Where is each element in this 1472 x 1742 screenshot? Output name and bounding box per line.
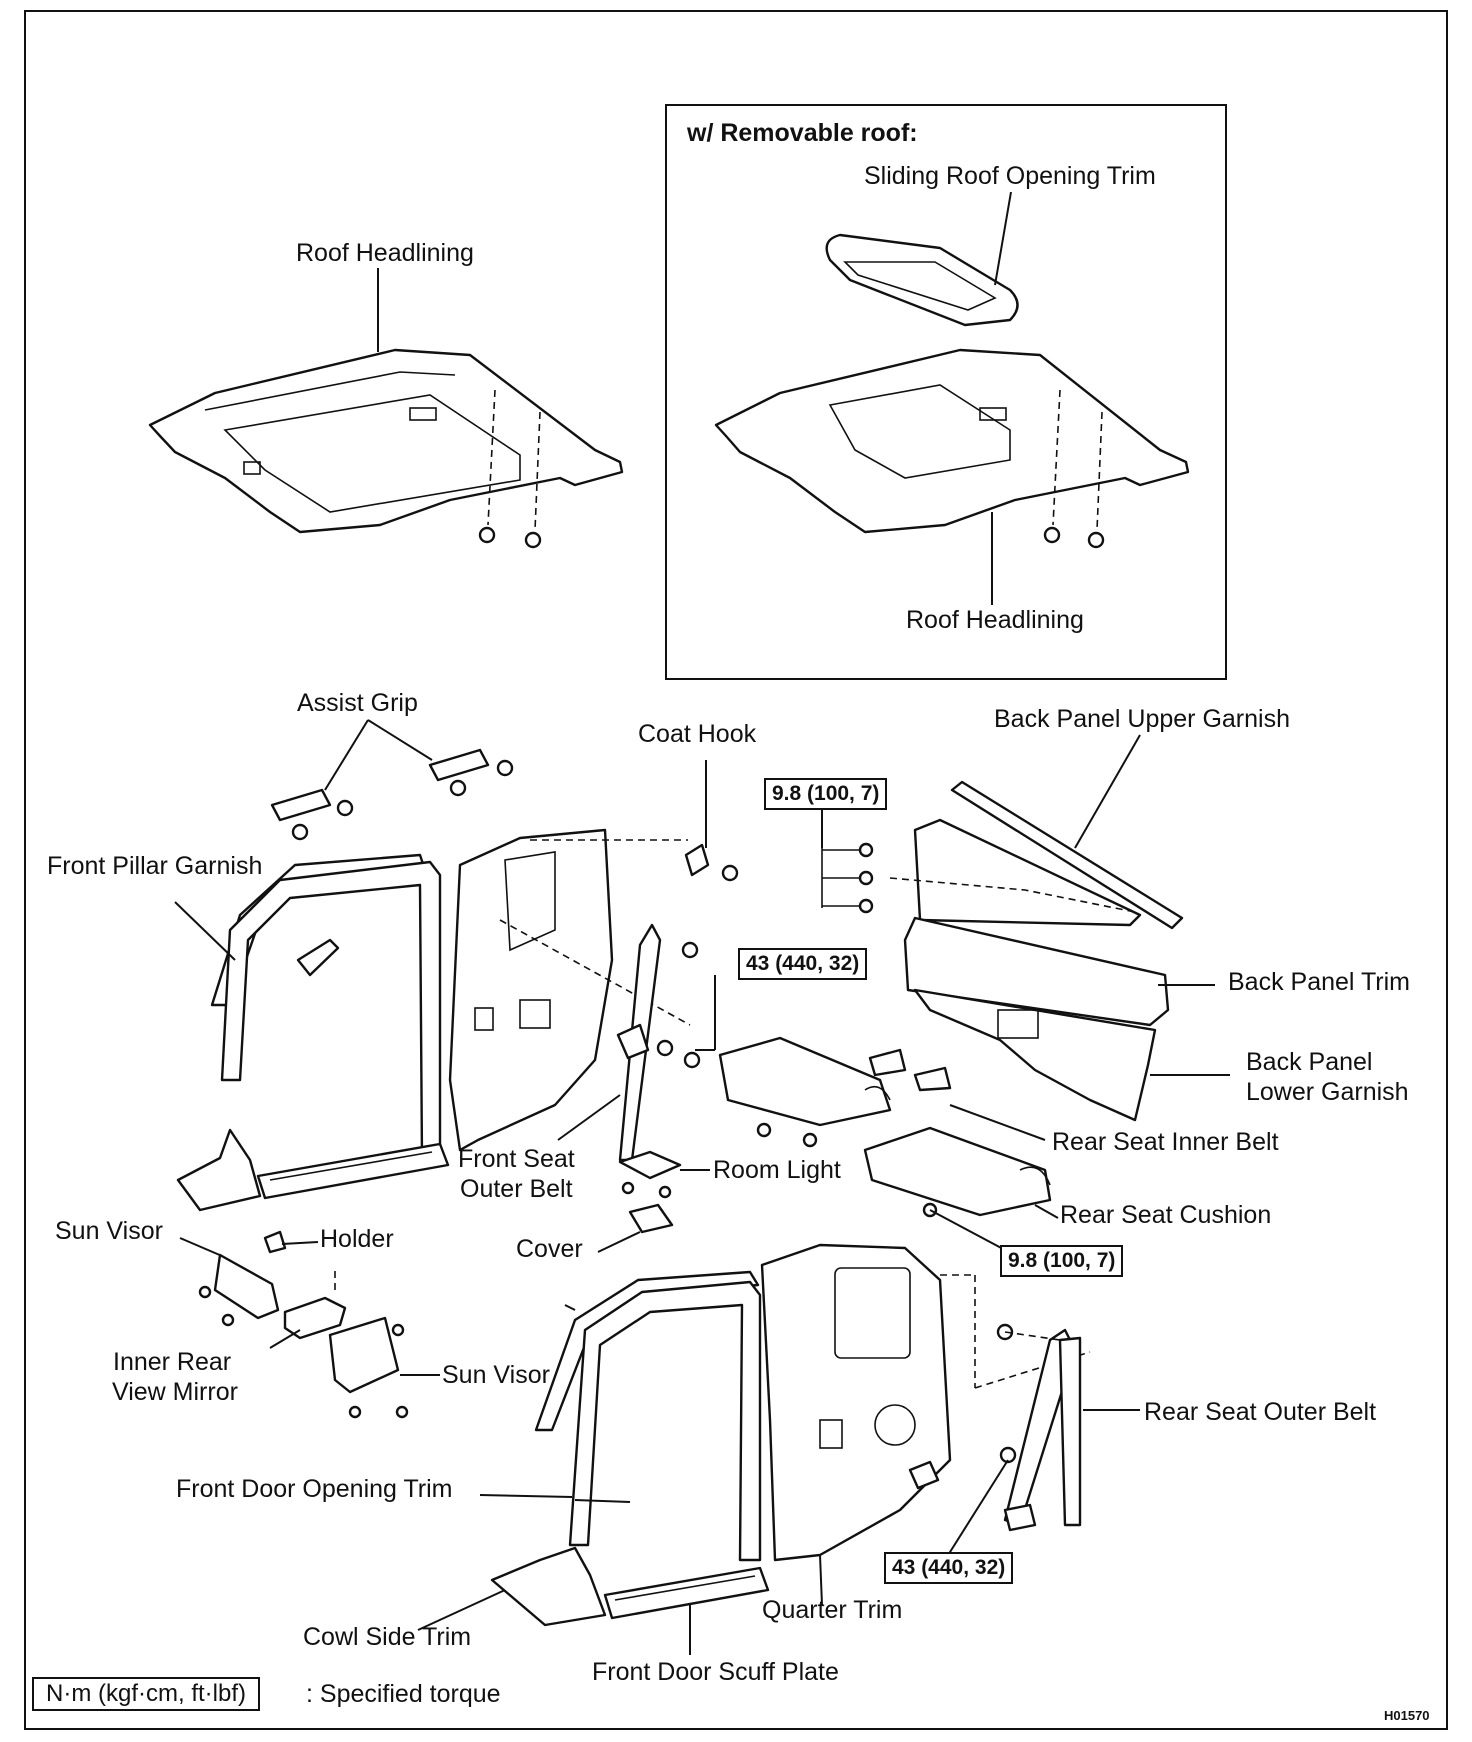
- label-back-panel-upper-garnish: Back Panel Upper Garnish: [994, 705, 1290, 733]
- figure-code: H01570: [1384, 1708, 1430, 1723]
- back-panel-upper-garnish-drawing: [821, 734, 1184, 930]
- label-cowl-side-trim: Cowl Side Trim: [303, 1623, 472, 1651]
- label-front-seat-outer-belt-2: Outer Belt: [460, 1175, 573, 1203]
- inner-rear-view-mirror-drawing: [269, 1270, 347, 1349]
- label-front-seat-outer-belt-1: Front Seat: [458, 1145, 575, 1173]
- label-front-door-scuff-plate: Front Door Scuff Plate: [592, 1658, 839, 1686]
- torque-legend-box: N·m (kgf·cm, ft·lbf): [32, 1677, 260, 1711]
- sun-visor-right-drawing: [328, 1316, 440, 1419]
- assist-grip-drawing: [270, 719, 514, 841]
- label-back-panel-trim: Back Panel Trim: [1228, 968, 1411, 996]
- label-back-panel-lower-garnish-2: Lower Garnish: [1246, 1078, 1409, 1106]
- quarter-trim-drawing: [760, 1243, 1091, 1606]
- front-pillar-garnish-drawing: [174, 853, 450, 1212]
- label-inner-rear-view-mirror-1: Inner Rear: [113, 1348, 232, 1376]
- label-quarter-trim: Quarter Trim: [762, 1596, 903, 1624]
- label-coat-hook: Coat Hook: [638, 720, 757, 748]
- label-rear-seat-cushion: Rear Seat Cushion: [1060, 1201, 1272, 1229]
- coat-hook-drawing: [684, 760, 739, 882]
- removable-roof-inset: [665, 104, 1227, 680]
- label-front-pillar-garnish: Front Pillar Garnish: [47, 852, 263, 880]
- front-door-scuff-plate-drawing: [603, 1566, 770, 1655]
- inset-drawing: [714, 191, 1190, 605]
- rear-seat-outer-belt-drawing: [944, 1323, 1140, 1561]
- label-sun-visor-right: Sun Visor: [442, 1361, 550, 1389]
- label-rear-seat-outer-belt: Rear Seat Outer Belt: [1144, 1398, 1377, 1426]
- label-front-door-opening-trim: Front Door Opening Trim: [176, 1475, 453, 1503]
- label-roof-headlining: Roof Headlining: [296, 239, 474, 267]
- label-back-panel-lower-garnish-1: Back Panel: [1246, 1048, 1373, 1076]
- sun-visor-left-drawing: [179, 1230, 319, 1327]
- front-seat-outer-belt-drawing: [557, 923, 716, 1162]
- label-room-light: Room Light: [713, 1156, 841, 1184]
- roof-headlining-drawing: [148, 268, 624, 549]
- back-panel-trim-drawing: [903, 916, 1230, 1122]
- torque-spec-1: 9.8 (100, 7): [764, 778, 888, 810]
- rear-seat-drawing: [718, 1036, 1059, 1251]
- upper-quarter-trim-drawing: [448, 828, 691, 1152]
- torque-spec-2: 43 (440, 32): [738, 948, 868, 980]
- label-holder: Holder: [320, 1225, 394, 1253]
- front-door-opening-trim-drawing: [479, 1270, 762, 1562]
- label-sun-visor-left: Sun Visor: [55, 1217, 163, 1245]
- diagram-frame: [24, 10, 1448, 1730]
- cowl-side-trim-drawing: [417, 1546, 607, 1631]
- torque-legend-text: : Specified torque: [306, 1680, 501, 1708]
- room-light-drawing: [597, 1150, 710, 1253]
- label-rear-seat-inner-belt: Rear Seat Inner Belt: [1052, 1128, 1279, 1156]
- label-sliding-roof-opening-trim: Sliding Roof Opening Trim: [864, 162, 1156, 190]
- inset-title: w/ Removable roof:: [687, 119, 918, 147]
- label-inner-rear-view-mirror-2: View Mirror: [112, 1378, 238, 1406]
- label-cover: Cover: [516, 1235, 583, 1263]
- torque-spec-3: 9.8 (100, 7): [1000, 1245, 1124, 1277]
- torque-spec-4: 43 (440, 32): [884, 1552, 1014, 1584]
- label-assist-grip: Assist Grip: [297, 689, 418, 717]
- label-roof-headlining-inset: Roof Headlining: [906, 606, 1084, 634]
